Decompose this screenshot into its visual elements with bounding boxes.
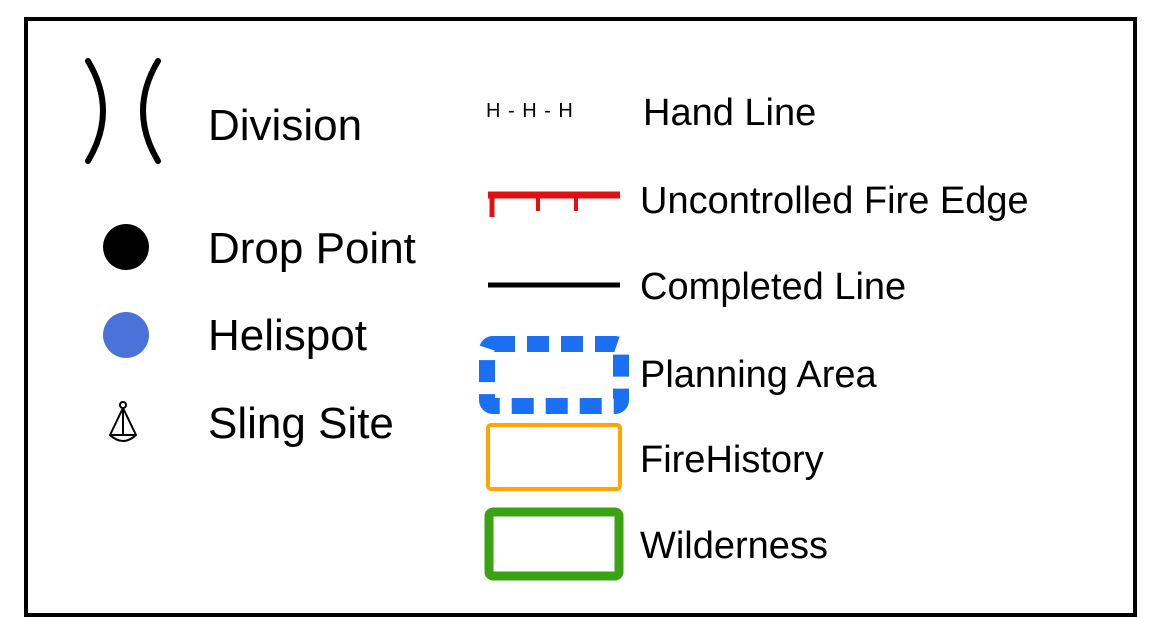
solid-black-line-icon <box>488 282 620 288</box>
legend-label-division: Division <box>208 101 363 150</box>
blue-dashed-rectangle-icon <box>479 336 629 414</box>
legend-label-uncontrolled-fire-edge: Uncontrolled Fire Edge <box>640 180 1029 222</box>
black-filled-circle-icon <box>103 224 149 270</box>
orange-outlined-rectangle-icon <box>486 423 622 491</box>
red-hatched-line-icon <box>488 191 620 217</box>
sling-triangle-icon <box>109 401 137 442</box>
hand-line-dashed-icon: H - H - H <box>486 100 574 122</box>
legend-label-fire-history: FireHistory <box>640 439 824 481</box>
division-brackets-icon <box>85 58 161 164</box>
legend-label-helispot: Helispot <box>208 311 367 360</box>
legend-label-hand-line: Hand Line <box>643 92 817 134</box>
legend-label-wilderness: Wilderness <box>640 525 828 567</box>
legend-label-sling-site: Sling Site <box>208 399 394 448</box>
blue-filled-circle-icon <box>103 312 149 358</box>
green-outlined-rectangle-icon <box>484 507 624 581</box>
legend-label-drop-point: Drop Point <box>208 224 416 273</box>
legend-label-planning-area: Planning Area <box>640 354 877 396</box>
legend-label-completed-line: Completed Line <box>640 266 907 308</box>
map-legend <box>24 17 1137 617</box>
